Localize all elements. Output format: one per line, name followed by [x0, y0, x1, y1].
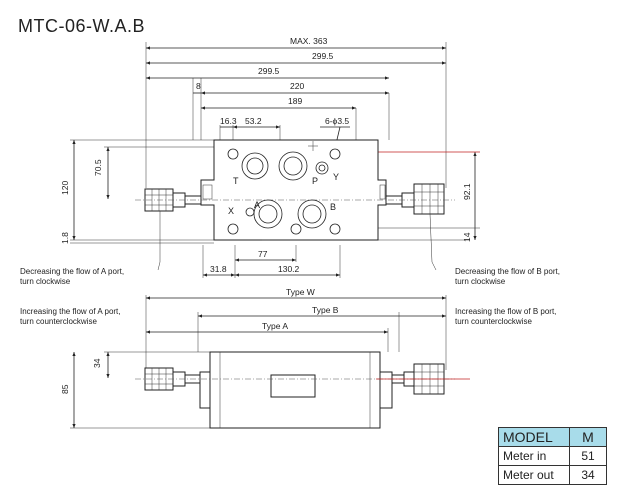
svg-text:85: 85 — [60, 384, 70, 394]
dim-189: 189 — [201, 96, 356, 110]
svg-text:130.2: 130.2 — [278, 264, 300, 274]
svg-text:MAX. 363: MAX. 363 — [290, 36, 328, 46]
svg-text:299.5: 299.5 — [258, 66, 280, 76]
svg-text:34: 34 — [92, 358, 102, 368]
svg-text:120: 120 — [60, 181, 70, 195]
type-w-label: Type W — [286, 287, 315, 297]
dim-16-3: 16.3 — [220, 116, 237, 128]
valve-body-side — [199, 351, 393, 429]
annotation-a-increase: Increasing the flow of A port, turn coun… — [20, 307, 121, 326]
svg-text:31.8: 31.8 — [210, 264, 227, 274]
svg-text:299.5: 299.5 — [312, 51, 334, 61]
svg-text:Y: Y — [333, 172, 339, 182]
svg-text:A: A — [254, 200, 260, 210]
meter-out-value: 34 — [569, 465, 607, 485]
dim-53-2: 53.2 — [233, 116, 280, 129]
dim-max: MAX. 363 — [146, 36, 446, 50]
svg-text:220: 220 — [290, 81, 304, 91]
table-row: Meter in 51 — [498, 446, 607, 466]
svg-text:77: 77 — [258, 249, 268, 259]
dim-130-2: 130.2 — [235, 264, 340, 277]
model-table-header: MODEL M — [498, 427, 607, 447]
annotation-b-decrease: Decreasing the flow of B port, turn cloc… — [455, 267, 560, 286]
svg-text:P: P — [312, 176, 318, 186]
svg-text:turn clockwise: turn clockwise — [20, 277, 71, 286]
svg-text:Increasing the flow of B port,: Increasing the flow of B port, — [455, 307, 556, 316]
model-header-label: MODEL — [498, 427, 570, 447]
svg-text:70.5: 70.5 — [93, 159, 103, 176]
dim-120: 120 — [60, 139, 214, 240]
dim-299-5-top: 299.5 — [146, 51, 446, 65]
svg-text:turn clockwise: turn clockwise — [455, 277, 506, 286]
svg-text:189: 189 — [288, 96, 302, 106]
meter-in-label: Meter in — [498, 446, 570, 466]
type-a-label: Type A — [262, 321, 288, 331]
svg-text:Increasing the flow of A port,: Increasing the flow of A port, — [20, 307, 121, 316]
svg-text:16.3: 16.3 — [220, 116, 237, 126]
svg-text:T: T — [233, 176, 239, 186]
svg-text:1.8: 1.8 — [60, 232, 70, 244]
svg-text:53.2: 53.2 — [245, 116, 262, 126]
dim-299-5: 299.5 — [146, 66, 389, 80]
svg-text:turn counterclockwise: turn counterclockwise — [20, 317, 97, 326]
leader-a-decrease — [157, 211, 161, 271]
nameplate — [270, 374, 316, 398]
svg-text:turn counterclockwise: turn counterclockwise — [455, 317, 532, 326]
svg-text:8: 8 — [196, 81, 201, 91]
dim-8: 8 — [193, 81, 201, 94]
dim-92-1: 92.1 — [378, 151, 480, 240]
annotation-b-increase: Increasing the flow of B port, turn coun… — [455, 307, 556, 326]
svg-text:6-ϕ3.5: 6-ϕ3.5 — [325, 116, 349, 126]
dim-77: 77 — [235, 249, 296, 262]
svg-text:Decreasing the flow of B port,: Decreasing the flow of B port, — [455, 267, 560, 276]
side-view-dimensions: Type W Type B Type A 34 85 — [60, 287, 447, 429]
model-header-value: M — [569, 427, 607, 447]
dim-14: 14 — [360, 227, 480, 242]
svg-text:X: X — [228, 206, 234, 216]
table-row: Meter out 34 — [498, 465, 607, 485]
dim-31-8: 31.8 — [203, 264, 235, 277]
dim-70-5: 70.5 — [93, 146, 214, 199]
svg-text:92.1: 92.1 — [462, 183, 472, 200]
svg-text:B: B — [330, 202, 336, 212]
svg-text:Decreasing the flow of A port,: Decreasing the flow of A port, — [20, 267, 124, 276]
annotation-a-decrease: Decreasing the flow of A port, turn cloc… — [20, 267, 124, 286]
meter-out-label: Meter out — [498, 465, 570, 485]
meter-in-value: 51 — [569, 446, 607, 466]
leader-b-decrease — [429, 213, 437, 271]
port-holes — [227, 141, 341, 241]
svg-text:14: 14 — [462, 232, 472, 242]
dim-220: 220 — [201, 81, 389, 95]
model-table: MODEL M Meter in 51 Meter out 34 — [498, 427, 607, 485]
type-b-label: Type B — [312, 305, 339, 315]
right-adjuster-knob — [385, 183, 445, 215]
page-title: MTC-06-W.A.B — [18, 16, 146, 36]
port-labels: T P Y X A B — [228, 172, 339, 216]
